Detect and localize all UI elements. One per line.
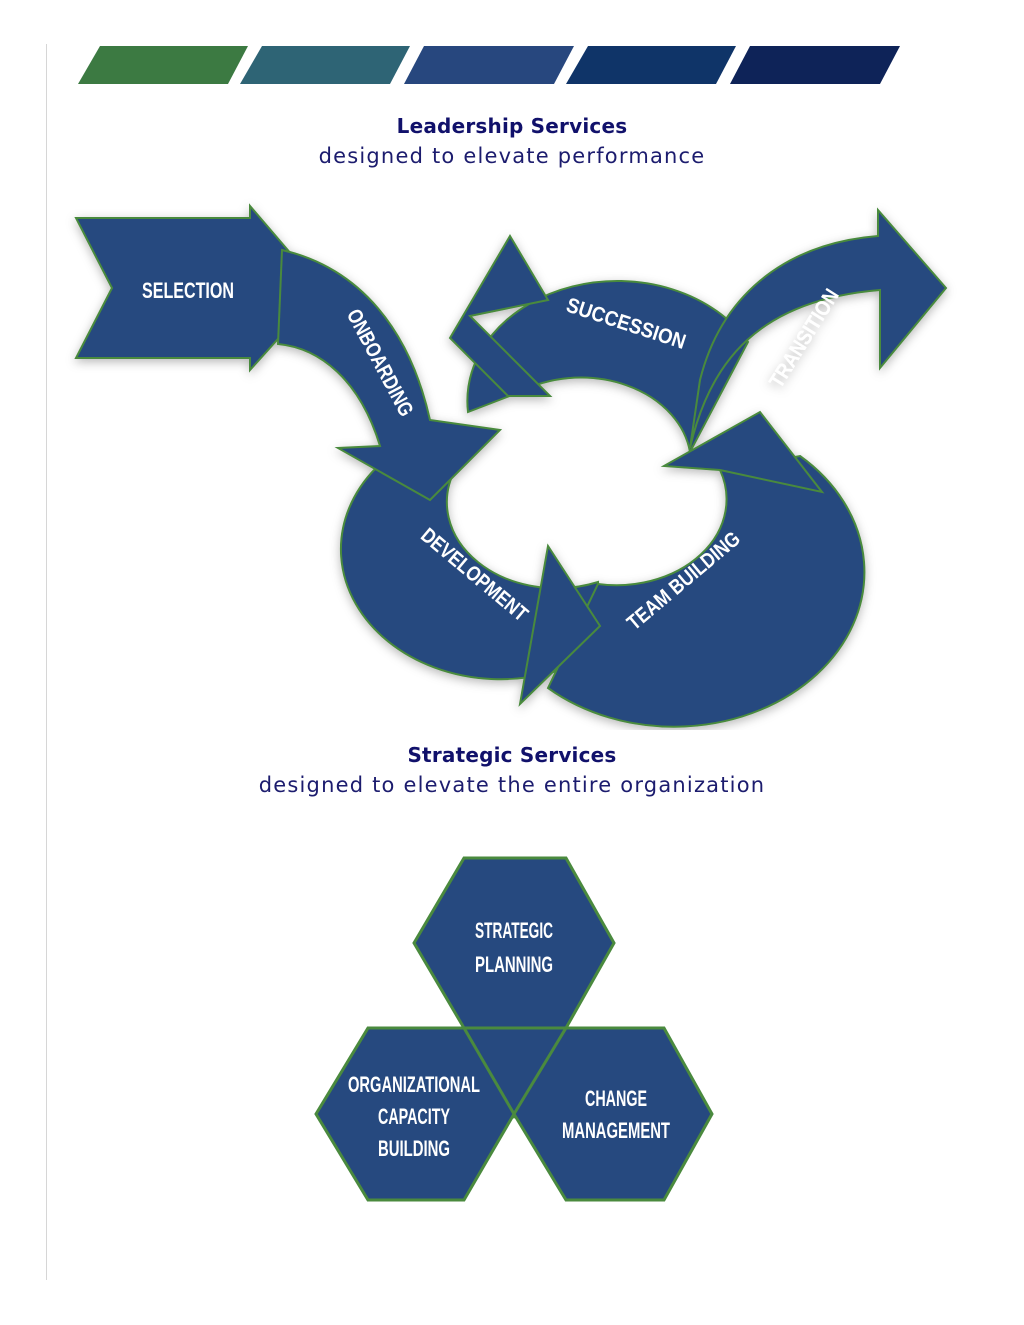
development-arrowhead [518,543,602,707]
left-margin-rule [46,44,47,1280]
hex-left-line-1: ORGANIZATIONAL [348,1072,480,1097]
hex-left-line-3: BUILDING [378,1136,450,1161]
transition-arrow [689,207,948,449]
hex-top-line-2: PLANNING [475,952,553,977]
succession-ring-arc [466,280,750,456]
leadership-subtitle: designed to elevate performance [318,144,706,168]
hexagon-strategic-planning [412,856,616,1030]
hex-right-line-2: MANAGEMENT [562,1118,670,1143]
succession-arrowhead [448,234,553,397]
strategic-hexagon-diagram: STRATEGIC PLANNING ORGANIZATIONAL CAPACI… [314,856,714,1202]
leadership-title: Leadership Services [396,114,628,138]
strategic-subtitle: designed to elevate the entire organizat… [258,773,766,797]
header-stripe-band [78,46,900,84]
label-selection: SELECTION [142,278,234,303]
hex-right-line-1: CHANGE [585,1086,647,1111]
strategic-title: Strategic Services [407,743,617,767]
team-building-arrowhead [660,410,825,494]
header-stripe-2 [240,46,410,84]
onboarding-arrow [276,248,503,502]
hexagon-change-management [512,1026,714,1202]
hex-top-line-1: STRATEGIC [475,918,553,943]
selection-arrow [74,203,324,373]
header-stripe-1 [78,46,248,84]
hexagon-organizational-capacity [314,1026,516,1202]
header-stripe-3 [404,46,574,84]
header-stripe-5 [730,46,900,84]
hex-left-line-2: CAPACITY [378,1104,450,1129]
team-building-ring-arc [546,454,866,728]
header-stripe-4 [566,46,736,84]
leadership-cycle-diagram: SELECTION ONBOARDING SUCCESSION TRANSITI… [74,203,948,728]
